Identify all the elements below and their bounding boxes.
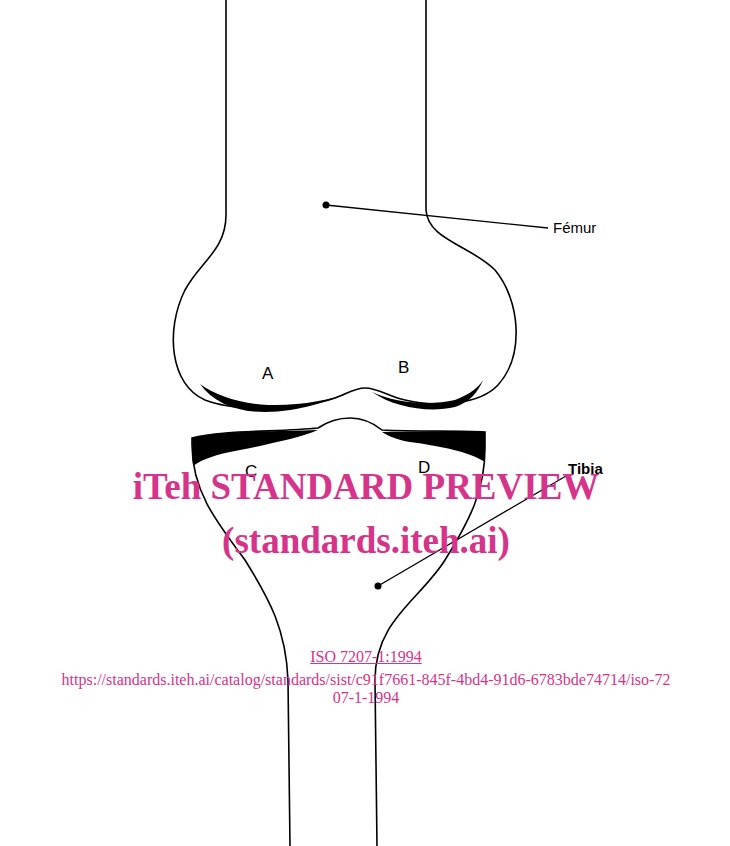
leader-line [326,205,548,228]
watermark: https://standards.iteh.ai/catalog/standa… [61,671,671,708]
cartilage-d [382,431,485,462]
region-letter: B [398,358,409,378]
region-letter: A [262,364,273,384]
part-label: Fémur [553,219,596,236]
cartilage-a [200,384,352,412]
cartilage-c [192,430,318,466]
watermark: (standards.iteh.ai) [222,520,510,563]
watermark: iTeh STANDARD PREVIEW [133,466,600,509]
watermark: ISO 7207-1:1994 [310,648,422,666]
femur-outline [173,0,516,408]
cartilage-b [372,380,483,409]
